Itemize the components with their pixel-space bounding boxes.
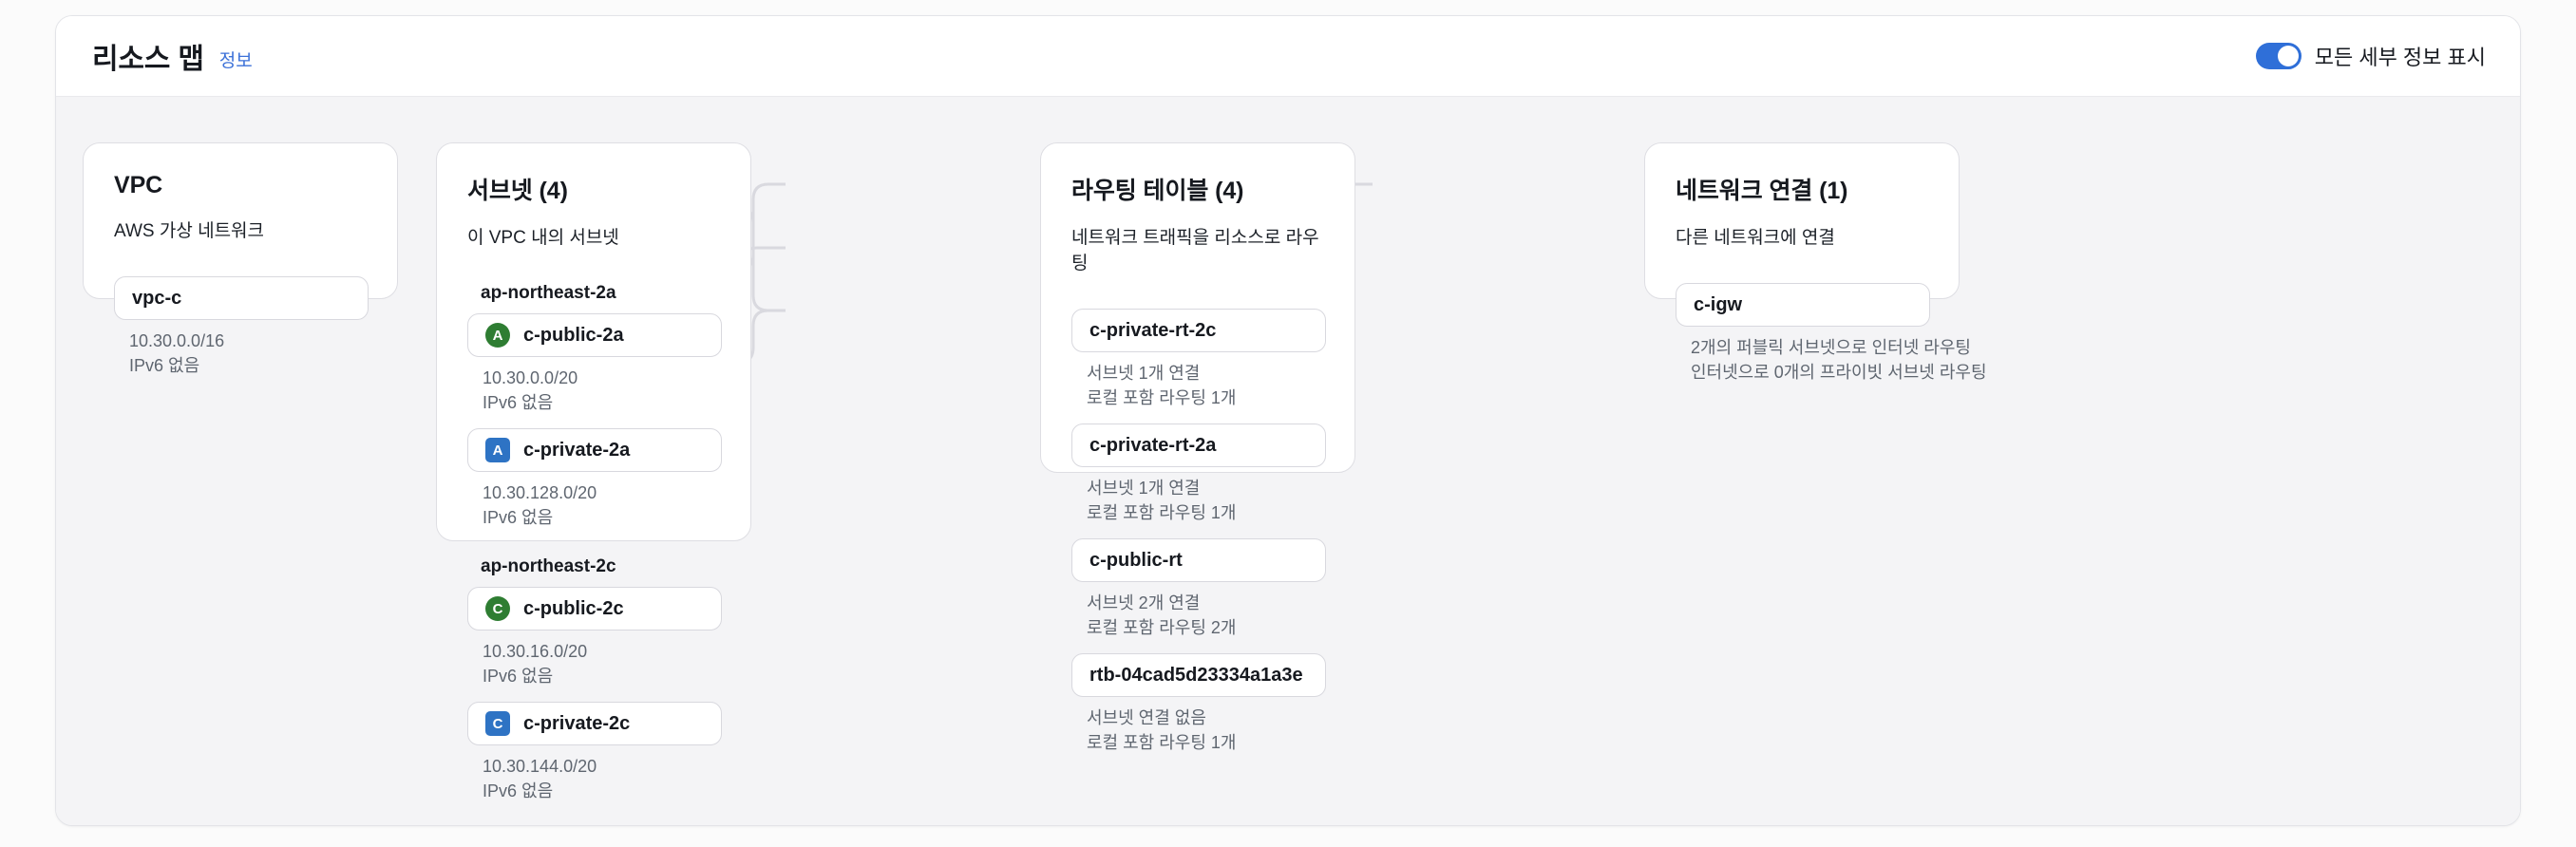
- subnet-node-block: A c-public-2a 10.30.0.0/20 IPv6 없음: [467, 313, 722, 415]
- column-route-tables: 라우팅 테이블 (4) 네트워크 트래픽을 리소스로 라우팅 c-private…: [1040, 142, 1355, 752]
- route-table-node-label: c-private-rt-2a: [1089, 434, 1217, 456]
- resource-map-panel: 리소스 맵 정보 모든 세부 정보 표시: [55, 15, 2521, 826]
- subnet-node-meta: 10.30.144.0/20 IPv6 없음: [483, 755, 722, 803]
- route-table-node-label: c-public-rt: [1089, 549, 1183, 571]
- column-title-subnets: 서브넷 (4): [467, 178, 568, 204]
- route-table-node-label: c-private-rt-2c: [1089, 319, 1217, 341]
- route-table-node-c-private-rt-2a[interactable]: c-private-rt-2a: [1071, 424, 1326, 468]
- route-table-subnet-assoc: 서브넷 연결 없음: [1087, 708, 1206, 728]
- page-title: 리소스 맵: [92, 44, 204, 75]
- column-network-connections: 네트워크 연결 (1) 다른 네트워크에 연결 c-igw 2개의 퍼블릭 서브…: [1644, 142, 1987, 382]
- public-subnet-badge-icon: C: [485, 596, 510, 622]
- vpc-node-label: vpc-c: [132, 287, 182, 309]
- az-group-2c: ap-northeast-2c C c-public-2c 10.30.16.0…: [467, 556, 722, 803]
- route-table-subnet-assoc: 서브넷 1개 연결: [1087, 479, 1201, 499]
- column-title-route-tables: 라우팅 테이블 (4): [1071, 178, 1244, 204]
- subnet-ipv6: IPv6 없음: [483, 392, 554, 412]
- toggle-label: 모든 세부 정보 표시: [2314, 46, 2486, 69]
- column-title-vpc: VPC: [114, 172, 163, 198]
- private-subnet-badge-icon: A: [485, 438, 510, 463]
- subnet-node-meta: 10.30.128.0/20 IPv6 없음: [483, 481, 722, 530]
- igw-private-routing: 인터넷으로 0개의 프라이빗 서브넷 라우팅: [1691, 362, 1987, 382]
- route-table-route-count: 로컬 포함 라우팅 1개: [1087, 732, 1237, 752]
- vpc-node-block: vpc-c 10.30.0.0/16 IPv6 없음: [114, 276, 369, 378]
- subnet-node-c-public-2c[interactable]: C c-public-2c: [467, 587, 722, 631]
- info-link[interactable]: 정보: [218, 50, 253, 71]
- route-table-route-count: 로컬 포함 라우팅 1개: [1087, 387, 1237, 407]
- column-title-network-connections: 네트워크 연결 (1): [1676, 178, 1848, 204]
- subnet-cidr: 10.30.16.0/20: [483, 642, 588, 662]
- route-table-node-block: rtb-04cad5d23334a1a3e 서브넷 연결 없음 로컬 포함 라우…: [1071, 653, 1326, 755]
- network-connection-node-c-igw[interactable]: c-igw: [1676, 283, 1930, 327]
- subnet-node-c-public-2a[interactable]: A c-public-2a: [467, 313, 722, 357]
- network-connection-node-block: c-igw 2개의 퍼블릭 서브넷으로 인터넷 라우팅 인터넷으로 0개의 프라…: [1676, 283, 1987, 385]
- subnet-node-c-private-2a[interactable]: A c-private-2a: [467, 428, 722, 473]
- toggle-knob: [2277, 46, 2299, 66]
- az-label-2c: ap-northeast-2c: [481, 556, 616, 577]
- subnet-cidr: 10.30.0.0/20: [483, 368, 578, 387]
- route-table-route-count: 로컬 포함 라우팅 1개: [1087, 502, 1237, 522]
- route-table-node-c-private-rt-2c[interactable]: c-private-rt-2c: [1071, 309, 1326, 352]
- subnet-node-label: c-private-2c: [523, 712, 631, 734]
- column-subtitle-network-connections: 다른 네트워크에 연결: [1676, 228, 1835, 248]
- subnet-cidr: 10.30.144.0/20: [483, 757, 597, 777]
- route-table-subnet-assoc: 서브넷 1개 연결: [1087, 364, 1201, 383]
- route-table-node-block: c-public-rt 서브넷 2개 연결 로컬 포함 라우팅 2개: [1071, 538, 1326, 640]
- route-table-node-meta: 서브넷 2개 연결 로컬 포함 라우팅 2개: [1087, 592, 1326, 640]
- network-connection-node-list: c-igw 2개의 퍼블릭 서브넷으로 인터넷 라우팅 인터넷으로 0개의 프라…: [1676, 283, 1987, 385]
- network-connection-node-label: c-igw: [1694, 293, 1743, 315]
- vpc-node-list: vpc-c 10.30.0.0/16 IPv6 없음: [114, 276, 369, 378]
- subnet-node-block: C c-private-2c 10.30.144.0/20 IPv6 없음: [467, 702, 722, 803]
- map-canvas: VPC AWS 가상 네트워크 vpc-c 10.30.0.0/16 IPv6 …: [56, 97, 2520, 825]
- column-subnets: 서브넷 (4) 이 VPC 내의 서브넷 ap-northeast-2a A c…: [436, 142, 751, 800]
- subnet-node-meta: 10.30.0.0/20 IPv6 없음: [483, 367, 722, 415]
- vpc-node[interactable]: vpc-c: [114, 276, 369, 320]
- vpc-cidr: 10.30.0.0/16: [129, 331, 225, 350]
- subnet-node-meta: 10.30.16.0/20 IPv6 없음: [483, 640, 722, 688]
- subnet-node-block: A c-private-2a 10.30.128.0/20 IPv6 없음: [467, 428, 722, 530]
- column-vpc: VPC AWS 가상 네트워크 vpc-c 10.30.0.0/16 IPv6 …: [83, 142, 398, 375]
- column-subtitle-vpc: AWS 가상 네트워크: [114, 221, 265, 241]
- route-table-node-c-public-rt[interactable]: c-public-rt: [1071, 538, 1326, 583]
- resource-map-body: VPC AWS 가상 네트워크 vpc-c 10.30.0.0/16 IPv6 …: [56, 96, 2520, 825]
- public-subnet-badge-icon: A: [485, 323, 510, 348]
- show-all-details-toggle[interactable]: 모든 세부 정보 표시: [2255, 41, 2486, 71]
- route-table-subnet-assoc: 서브넷 2개 연결: [1087, 593, 1201, 613]
- vpc-node-meta: 10.30.0.0/16 IPv6 없음: [129, 329, 369, 378]
- az-label-2a: ap-northeast-2a: [481, 283, 616, 303]
- route-table-node-rtb-04cad5d23334a1a3e[interactable]: rtb-04cad5d23334a1a3e: [1071, 653, 1326, 698]
- subnet-node-list: ap-northeast-2a A c-public-2a 10.30.0.0/…: [467, 283, 722, 803]
- subnet-ipv6: IPv6 없음: [483, 781, 554, 800]
- subnet-ipv6: IPv6 없음: [483, 666, 554, 686]
- subnet-cidr: 10.30.128.0/20: [483, 483, 597, 503]
- column-subtitle-route-tables: 네트워크 트래픽을 리소스로 라우팅: [1071, 228, 1319, 273]
- route-table-node-meta: 서브넷 연결 없음 로컬 포함 라우팅 1개: [1087, 706, 1326, 755]
- subnet-ipv6: IPv6 없음: [483, 507, 554, 527]
- subnet-node-block: C c-public-2c 10.30.16.0/20 IPv6 없음: [467, 587, 722, 688]
- route-table-node-block: c-private-rt-2c 서브넷 1개 연결 로컬 포함 라우팅 1개: [1071, 309, 1326, 410]
- route-table-node-block: c-private-rt-2a 서브넷 1개 연결 로컬 포함 라우팅 1개: [1071, 424, 1326, 525]
- route-table-route-count: 로컬 포함 라우팅 2개: [1087, 617, 1237, 637]
- route-table-node-meta: 서브넷 1개 연결 로컬 포함 라우팅 1개: [1087, 477, 1326, 525]
- igw-public-routing: 2개의 퍼블릭 서브넷으로 인터넷 라우팅: [1691, 338, 1971, 357]
- toggle-track[interactable]: [2255, 43, 2301, 69]
- panel-header: 리소스 맵 정보 모든 세부 정보 표시: [56, 16, 2520, 96]
- subnet-node-label: c-public-2a: [523, 324, 624, 346]
- subnet-node-label: c-public-2c: [523, 597, 624, 619]
- az-group-2a: ap-northeast-2a A c-public-2a 10.30.0.0/…: [467, 283, 722, 530]
- vpc-ipv6: IPv6 없음: [129, 355, 200, 375]
- route-table-node-meta: 서브넷 1개 연결 로컬 포함 라우팅 1개: [1087, 362, 1326, 410]
- route-table-node-list: c-private-rt-2c 서브넷 1개 연결 로컬 포함 라우팅 1개 c…: [1071, 309, 1326, 755]
- network-connection-node-meta: 2개의 퍼블릭 서브넷으로 인터넷 라우팅 인터넷으로 0개의 프라이빗 서브넷…: [1691, 336, 1987, 385]
- subnet-node-c-private-2c[interactable]: C c-private-2c: [467, 702, 722, 746]
- private-subnet-badge-icon: C: [485, 711, 510, 737]
- route-table-node-label: rtb-04cad5d23334a1a3e: [1089, 664, 1303, 686]
- column-subtitle-subnets: 이 VPC 내의 서브넷: [467, 228, 619, 248]
- subnet-node-label: c-private-2a: [523, 439, 631, 461]
